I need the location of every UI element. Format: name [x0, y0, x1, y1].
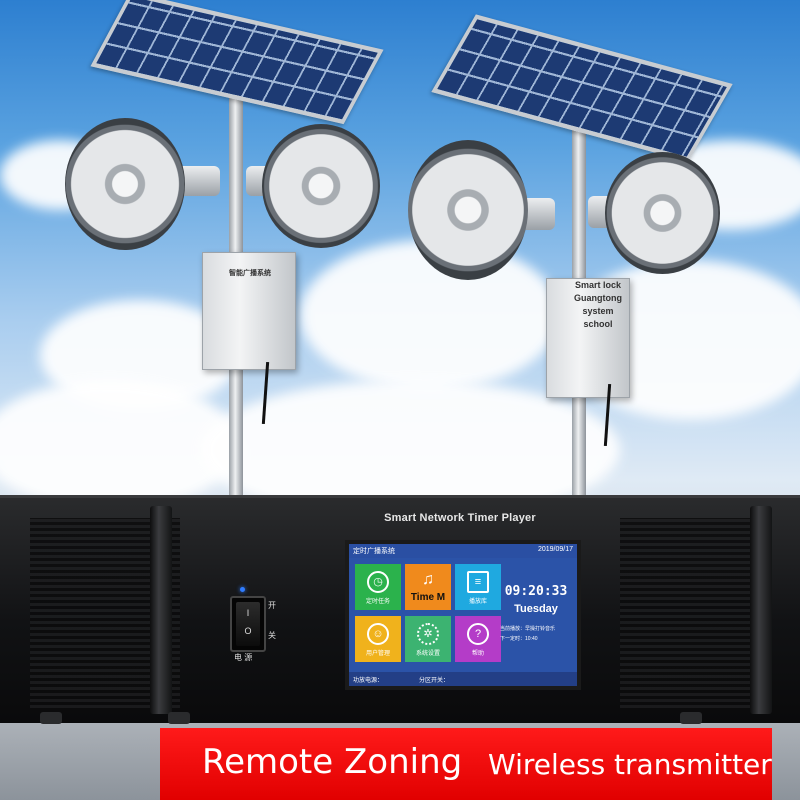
- control-box-right: Smart lock Guangtong system school: [546, 278, 630, 398]
- power-on-label: 开: [268, 601, 276, 610]
- user-icon: ☺: [367, 623, 389, 645]
- now-playing: 当前播放：早操打铃音乐: [500, 626, 556, 632]
- loudspeaker-horn-left-b: [262, 124, 380, 248]
- amp-power-label: 功放电源：: [353, 678, 384, 684]
- power-rocker[interactable]: I O: [236, 602, 260, 646]
- device-foot: [680, 712, 702, 724]
- tile-playlist[interactable]: ≡ 播放库: [455, 564, 501, 610]
- next-timer: 下一定时：10:40: [500, 636, 538, 642]
- device-foot: [168, 712, 190, 724]
- loudspeaker-horn-right-a: [408, 140, 528, 280]
- clock-panel: 09:20:33 Tuesday 当前播放：早操打铃音乐 下一定时：10:40: [500, 562, 572, 657]
- promo-banner: Remote Zoning Wireless transmitter: [160, 728, 772, 800]
- tile-label: 播放库: [468, 599, 487, 605]
- playlist-icon: ≡: [467, 571, 489, 593]
- zone-switch-label: 分区开关：: [419, 678, 450, 684]
- screen-header: 定时广播系统 2019/09/17: [349, 544, 577, 558]
- tile-label: Time M: [410, 592, 446, 603]
- screen-footer: 功放电源： 分区开关：: [349, 672, 577, 686]
- touchscreen[interactable]: 定时广播系统 2019/09/17 ◷ 定时任务 ♫ Time M ≡ 播放库 …: [345, 540, 581, 690]
- screen-header-date: 2019/09/17: [537, 546, 573, 553]
- tile-label: 系统设置: [415, 651, 440, 657]
- rack-handle-left: [150, 506, 172, 714]
- clock-weekday: Tuesday: [514, 603, 558, 615]
- vent-right: [620, 518, 770, 708]
- tile-user-management[interactable]: ☺ 用户管理: [355, 616, 401, 662]
- clock-icon: ◷: [367, 571, 389, 593]
- banner-right-text: Wireless transmitter: [488, 748, 772, 781]
- device-title: Smart Network Timer Player: [384, 512, 536, 524]
- tile-label: 用户管理: [365, 651, 390, 657]
- loudspeaker-horn-left-a: [65, 118, 185, 250]
- control-box-left: 智能广播系统: [202, 252, 296, 370]
- box-right-line: Smart lock: [574, 280, 622, 290]
- box-right-label: Smart lock Guangtong system school: [573, 279, 623, 331]
- power-led: [240, 587, 245, 592]
- loudspeaker-horn-right-b: [605, 152, 720, 274]
- clock-time: 09:20:33: [504, 584, 568, 599]
- switch-off-symbol: O: [244, 626, 252, 636]
- music-icon: ♫: [422, 571, 434, 588]
- help-icon: ?: [467, 623, 489, 645]
- power-caption: 电 源: [234, 653, 253, 662]
- tile-timer-tasks[interactable]: ◷ 定时任务: [355, 564, 401, 610]
- box-right-line: system: [582, 306, 614, 316]
- switch-on-symbol: I: [246, 608, 250, 618]
- gear-icon: ✲: [417, 623, 439, 645]
- rack-handle-right: [750, 506, 772, 714]
- power-switch[interactable]: I O: [230, 596, 266, 652]
- power-off-label: 关: [268, 631, 276, 640]
- box-left-label: 智能广播系统: [229, 270, 271, 277]
- tile-time-m[interactable]: ♫ Time M: [405, 564, 451, 610]
- tile-help[interactable]: ? 帮助: [455, 616, 501, 662]
- box-right-line: school: [583, 319, 613, 329]
- box-right-line: Guangtong: [574, 293, 622, 303]
- tile-label: 定时任务: [365, 599, 390, 605]
- banner-left-text: Remote Zoning: [202, 742, 463, 782]
- tile-label: 帮助: [471, 651, 484, 657]
- screen-header-title: 定时广播系统: [353, 548, 395, 555]
- device-foot: [40, 712, 62, 724]
- tile-system-settings[interactable]: ✲ 系统设置: [405, 616, 451, 662]
